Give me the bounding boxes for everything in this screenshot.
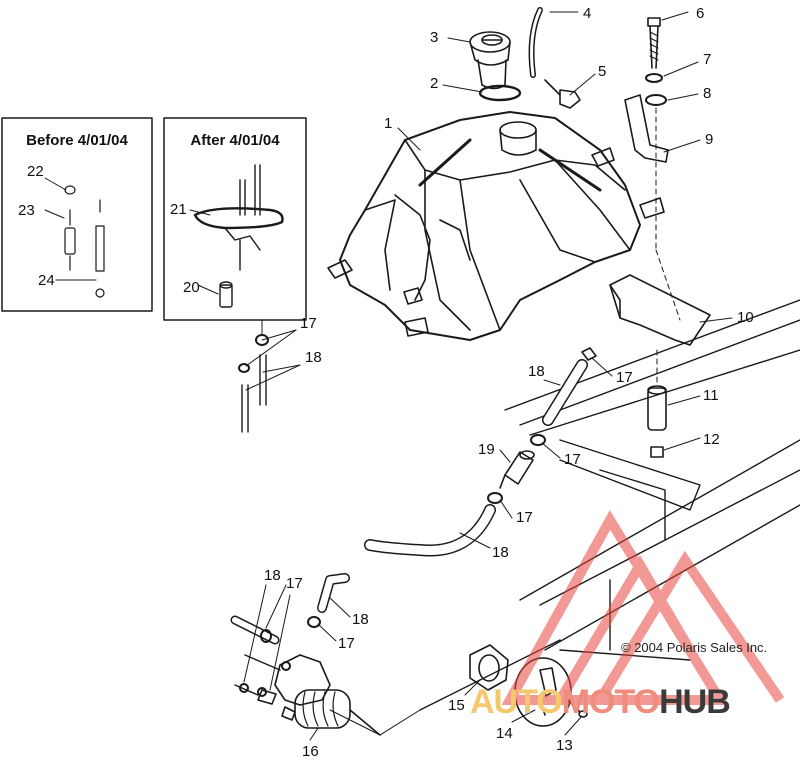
callout-17-pump: 17 <box>286 575 303 592</box>
callout-6: 6 <box>696 5 705 22</box>
callout-21: 21 <box>170 201 187 218</box>
vent-hose <box>528 7 543 78</box>
callout-4: 4 <box>583 5 592 22</box>
callout-10: 10 <box>737 309 754 326</box>
callout-20: 20 <box>183 279 200 296</box>
callout-18-pump: 18 <box>264 567 281 584</box>
vent-fitting <box>544 79 581 109</box>
leader-lines <box>44 11 733 741</box>
hose-clamp <box>581 347 597 361</box>
watermark-part-c: HUB <box>659 683 731 721</box>
callout-17-filter-bottom: 17 <box>516 509 533 526</box>
pump-hoses <box>230 615 291 697</box>
bolt <box>647 17 661 69</box>
fuel-hose-upper <box>542 359 588 426</box>
callout-13: 13 <box>556 737 573 754</box>
callout-7: 7 <box>703 51 712 68</box>
hose-clamp <box>307 616 321 628</box>
callout-17-filter-top: 17 <box>564 451 581 468</box>
nut <box>650 446 664 458</box>
callout-19: 19 <box>478 441 495 458</box>
callout-15: 15 <box>448 697 465 714</box>
callout-12: 12 <box>703 431 720 448</box>
panel-nut <box>469 644 509 691</box>
before-petcock <box>64 185 105 298</box>
inset-before-border <box>1 117 153 312</box>
callout-17-upper: 17 <box>616 369 633 386</box>
inset-before: Before 4/01/04 <box>2 118 152 311</box>
washer <box>645 73 663 83</box>
rubber-washer <box>645 94 667 106</box>
callout-11: 11 <box>703 387 719 404</box>
isolator-pad <box>609 249 711 346</box>
callout-18-upper: 18 <box>528 363 545 380</box>
callout-16: 16 <box>302 743 319 760</box>
copyright-notice: © 2004 Polaris Sales Inc. <box>621 640 768 655</box>
callout-1: 1 <box>384 115 393 132</box>
spacer <box>647 349 667 431</box>
inset-after: After 4/01/04 <box>164 118 306 320</box>
callout-24: 24 <box>38 272 55 289</box>
callout-22: 22 <box>27 163 44 180</box>
mounting-bracket <box>624 94 669 251</box>
petcock-hoses <box>238 319 269 433</box>
callout-2: 2 <box>430 75 439 92</box>
hose-clamp <box>530 434 546 446</box>
fuel-hose-middle <box>364 504 496 557</box>
callout-14: 14 <box>496 725 513 742</box>
callout-23: 23 <box>18 202 35 219</box>
fuel-pump <box>257 654 381 736</box>
callout-5: 5 <box>598 63 607 80</box>
watermark-part-a: AUTO <box>470 683 563 721</box>
callout-9: 9 <box>705 131 714 148</box>
callout-18-left: 18 <box>305 349 322 366</box>
watermark-logo-icon <box>501 510 785 705</box>
callout-18-lower: 18 <box>352 611 369 628</box>
inset-after-title: After 4/01/04 <box>190 132 280 149</box>
fuel-tank <box>327 111 665 341</box>
watermark-part-b: MOTO <box>561 683 660 721</box>
callout-3: 3 <box>430 29 439 46</box>
fuel-filter <box>499 450 535 489</box>
callout-17-left: 17 <box>300 315 317 332</box>
callout-18-middle: 18 <box>492 544 509 561</box>
fuel-cap <box>469 31 511 90</box>
inset-before-title: Before 4/01/04 <box>26 132 128 149</box>
after-petcock <box>193 164 284 308</box>
o-ring <box>478 84 522 102</box>
hose-clamp <box>487 492 503 504</box>
callout-8: 8 <box>703 85 712 102</box>
fuel-hose-lower <box>317 573 350 613</box>
inset-after-border <box>163 117 307 321</box>
callout-17-lower: 17 <box>338 635 355 652</box>
watermark-text: AUTOMOTOHUB <box>470 683 731 722</box>
